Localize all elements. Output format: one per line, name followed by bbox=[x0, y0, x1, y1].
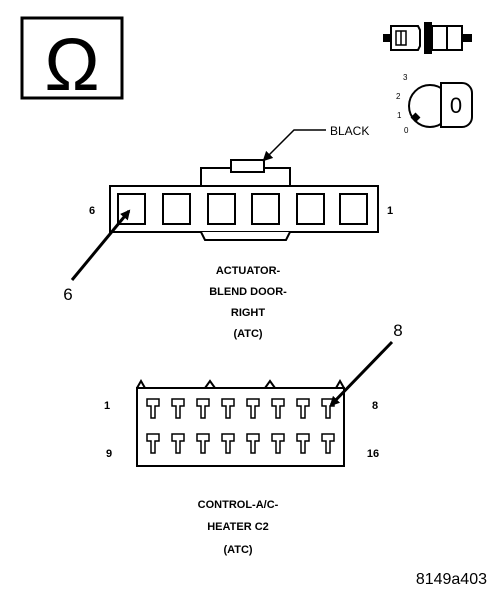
wire-color-label: BLACK bbox=[330, 124, 369, 138]
control-name-line: CONTROL-A/C- bbox=[198, 499, 279, 511]
figure-id: 8149a403 bbox=[416, 571, 487, 588]
ignition-position-0: 0 bbox=[404, 126, 409, 135]
control-name-line: HEATER C2 bbox=[207, 521, 269, 533]
pin-label-bottom-left: 9 bbox=[106, 448, 112, 460]
actuator-name-line: BLEND DOOR- bbox=[209, 286, 287, 298]
control-name: CONTROL-A/C- HEATER C2 (ATC) bbox=[198, 499, 279, 556]
actuator-name: ACTUATOR- BLEND DOOR- RIGHT (ATC) bbox=[209, 265, 287, 340]
pin-label-bottom-right: 16 bbox=[367, 448, 379, 460]
ignition-key-icon: 0 3 2 1 0 bbox=[396, 73, 473, 135]
ignition-position-1: 1 bbox=[397, 111, 402, 120]
callout-number-6: 6 bbox=[63, 285, 72, 304]
ohmmeter-icon-box: Ω bbox=[20, 16, 124, 106]
key-position-label: 0 bbox=[450, 93, 462, 118]
callout-number-8: 8 bbox=[393, 321, 402, 340]
pin-label-left: 6 bbox=[89, 205, 95, 217]
actuator-name-line: (ATC) bbox=[233, 328, 262, 340]
pin-label-top-left: 1 bbox=[104, 400, 110, 412]
actuator-cavities bbox=[117, 193, 368, 225]
pin-label-right: 1 bbox=[387, 205, 393, 217]
ohm-symbol-icon: Ω bbox=[44, 23, 99, 106]
actuator-name-line: ACTUATOR- bbox=[216, 265, 281, 277]
control-name-line: (ATC) bbox=[223, 544, 252, 556]
control-connector: 8 1 8 9 16 bbox=[104, 321, 403, 467]
disconnected-connector-icon bbox=[383, 22, 472, 54]
actuator-name-line: RIGHT bbox=[231, 307, 266, 319]
pin-label-top-right: 8 bbox=[372, 400, 378, 412]
callout-arrow-8 bbox=[329, 340, 394, 407]
black-leader-line bbox=[262, 129, 326, 162]
ignition-position-2: 2 bbox=[396, 92, 401, 101]
callout-arrow-6 bbox=[70, 209, 131, 281]
ignition-position-3: 3 bbox=[403, 73, 408, 82]
actuator-connector: BLACK 6 1 6 bbox=[63, 124, 393, 304]
